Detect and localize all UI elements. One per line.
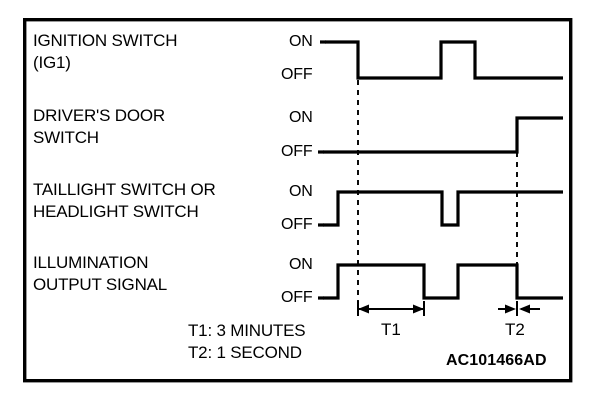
waveform-ignition-switch: [325, 40, 563, 80]
state-label-taillight-off: OFF: [281, 216, 313, 233]
t2-dimension-arrow: [498, 301, 540, 316]
figure-code: AC101466AD: [446, 352, 547, 369]
signal-label-taillight-headlight-switch-line2: HEADLIGHT SWITCH: [33, 202, 199, 221]
state-label-ignition-on: ON: [289, 33, 313, 50]
signal-label-drivers-door-switch-line2: SWITCH: [33, 128, 99, 147]
state-label-taillight-on: ON: [289, 183, 313, 200]
state-label-illumination-off: OFF: [281, 289, 313, 306]
legend-line-t1: T1: 3 MINUTES: [188, 321, 306, 340]
legend-line-t2: T2: 1 SECOND: [188, 343, 302, 362]
signal-label-illumination-output-signal-line2: OUTPUT SIGNAL: [33, 275, 168, 294]
signal-label-ignition-switch-line1: IGNITION SWITCH: [33, 31, 178, 50]
state-label-ignition-off: OFF: [281, 66, 313, 83]
state-label-door-on: ON: [289, 109, 313, 126]
state-label-door-off: OFF: [281, 143, 313, 160]
signal-label-taillight-headlight-switch-line1: TAILLIGHT SWITCH OR: [33, 180, 216, 199]
state-label-illumination-on: ON: [289, 256, 313, 273]
waveform-drivers-door-switch: [323, 116, 563, 154]
diagram-border: [23, 18, 573, 383]
waveform-illumination-output-signal: [323, 263, 563, 300]
interval-marker-label-t2: T2: [505, 320, 525, 339]
t1-dimension-arrow: [357, 301, 425, 316]
interval-marker-label-t1: T1: [381, 320, 401, 339]
signal-label-drivers-door-switch-line1: DRIVER'S DOOR: [33, 106, 165, 125]
signal-label-illumination-output-signal-line1: ILLUMINATION: [33, 253, 149, 272]
signal-label-ignition-switch-line2: (IG1): [33, 53, 71, 72]
waveform-taillight-headlight-switch: [323, 190, 563, 227]
